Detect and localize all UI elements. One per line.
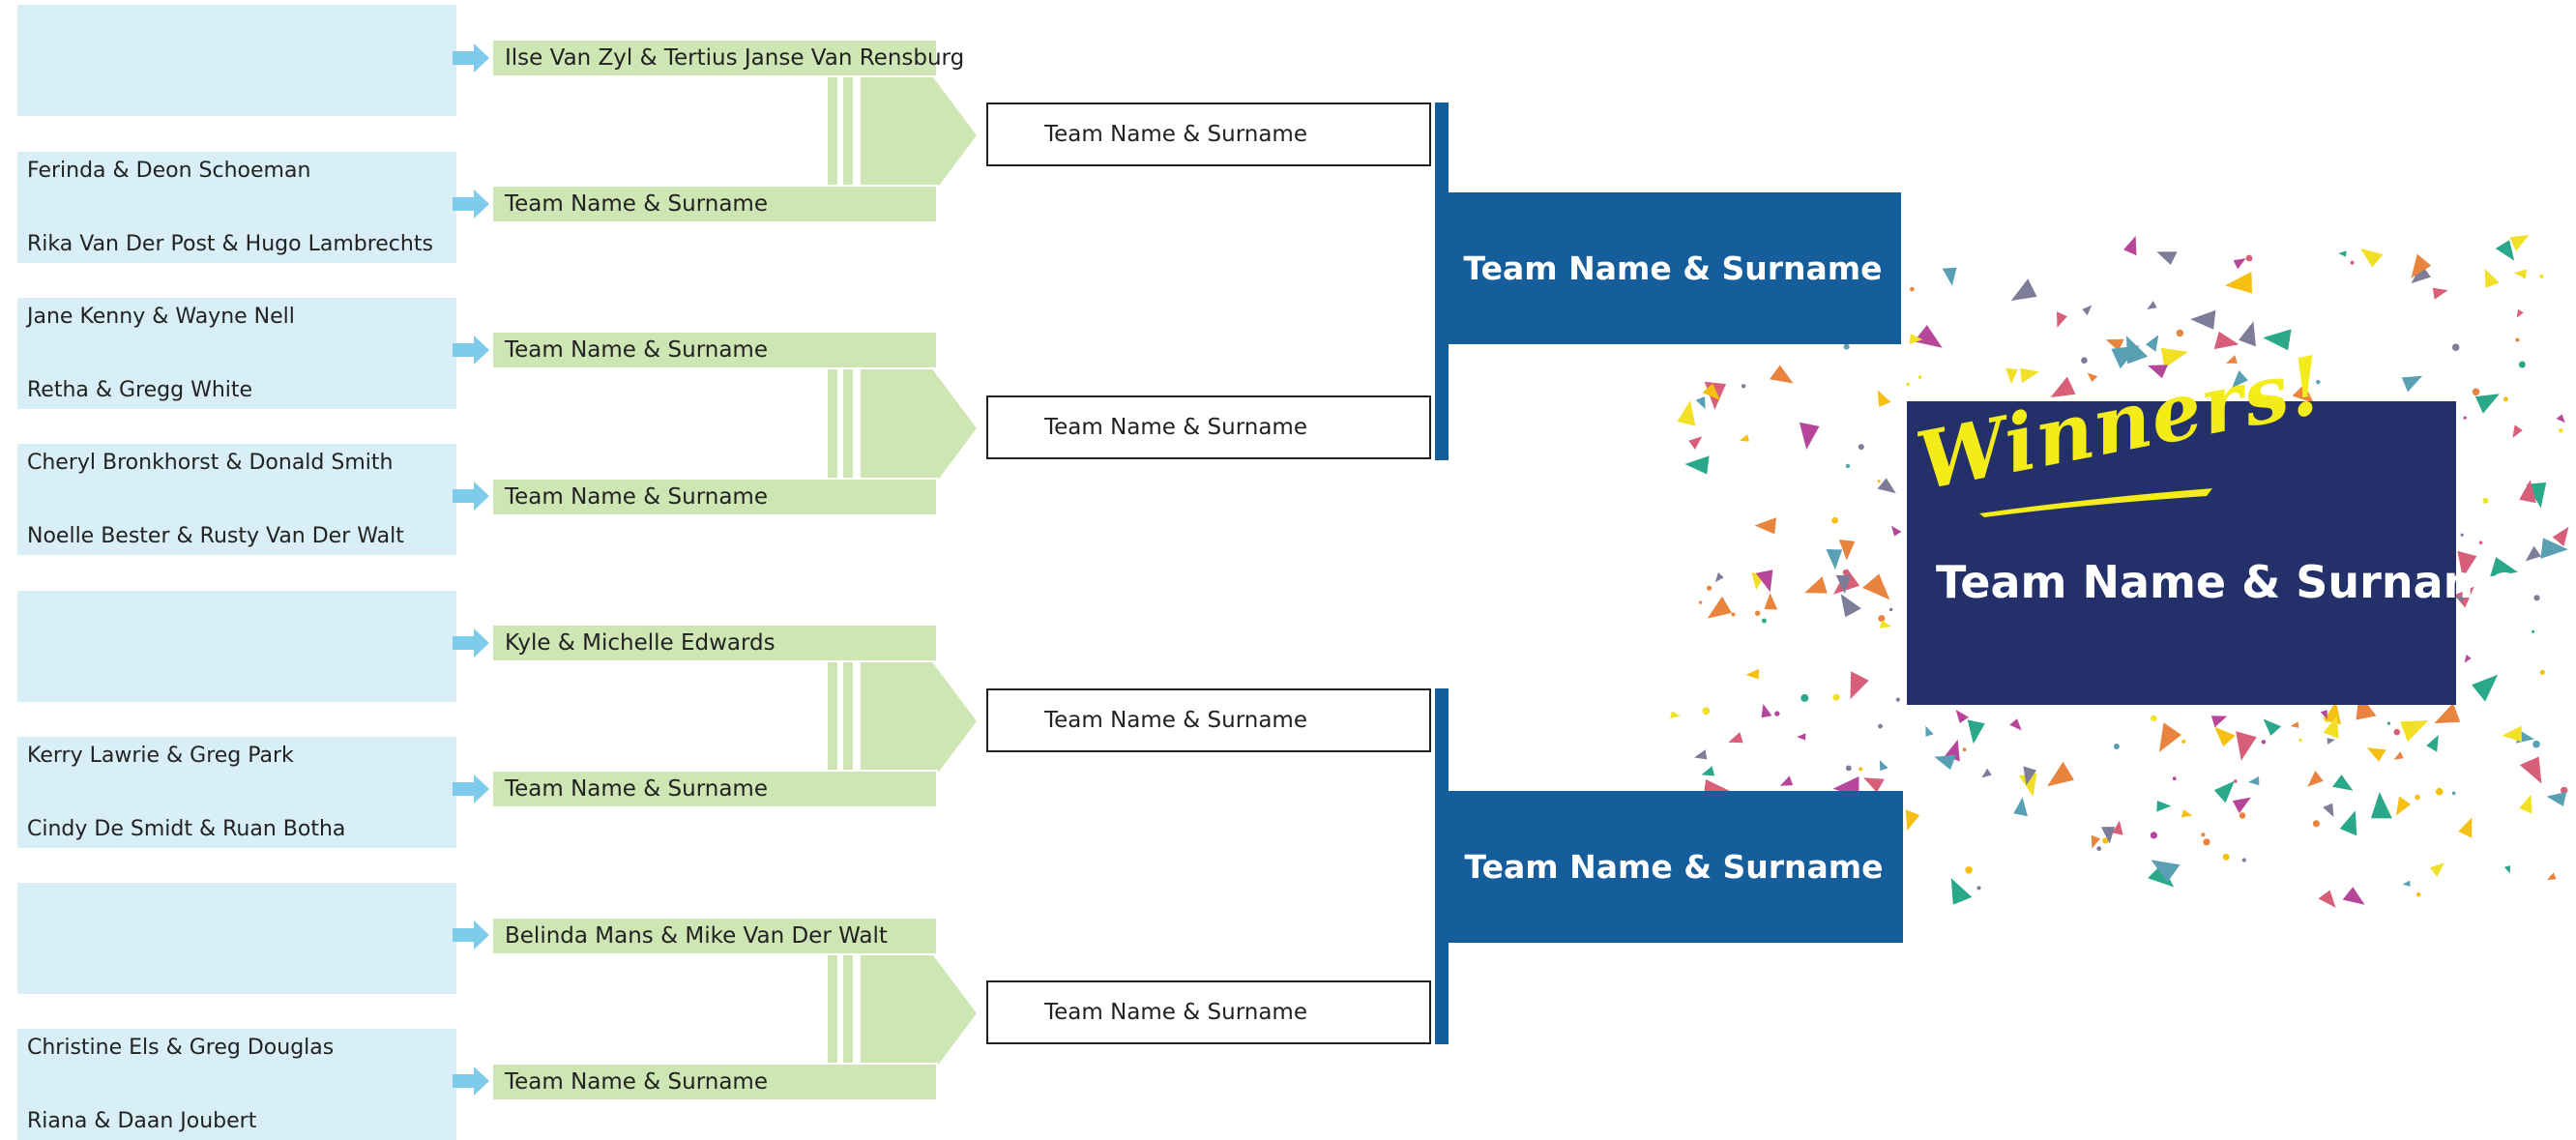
- round1-pair-2: Ferinda & Deon Schoeman Rika Van Der Pos…: [17, 152, 456, 263]
- bracket-connector: [828, 644, 977, 799]
- round1-result-6: Team Name & Surname: [491, 770, 938, 808]
- round1-pair-6: Kerry Lawrie & Greg Park Cindy De Smidt …: [17, 737, 456, 848]
- pair-team-bottom: Rika Van Der Post & Hugo Lambrechts: [27, 232, 433, 256]
- round1-pair-1: [17, 5, 456, 116]
- bracket-connector: [828, 936, 977, 1091]
- bracket-line: [1435, 102, 1449, 460]
- arrow-right-icon: [453, 44, 489, 73]
- round1-result-1: Ilse Van Zyl & Tertius Janse Van Rensbur…: [491, 39, 964, 77]
- bracket-line: [1435, 688, 1449, 1044]
- round1-result-3: Team Name & Surname: [491, 331, 938, 369]
- arrow-right-icon: [453, 921, 489, 950]
- bracket-connector: [828, 58, 977, 213]
- round1-pair-7: [17, 883, 456, 994]
- round2-team-2: Team Name & Surname: [986, 395, 1431, 459]
- winner-team: Team Name & Surname: [1936, 556, 2520, 608]
- pair-team-top: Jane Kenny & Wayne Nell: [27, 305, 295, 329]
- title-underline: [1979, 488, 2212, 517]
- pair-team-bottom: Riana & Daan Joubert: [27, 1109, 257, 1133]
- round1-pair-8: Christine Els & Greg Douglas Riana & Daa…: [17, 1029, 456, 1140]
- pair-team-top: Kerry Lawrie & Greg Park: [27, 744, 294, 768]
- round2-team-4: Team Name & Surname: [986, 980, 1431, 1044]
- round1-result-4: Team Name & Surname: [491, 478, 938, 516]
- winner-box: Winners! Team Name & Surname: [1907, 338, 2520, 705]
- pair-team-top: Ferinda & Deon Schoeman: [27, 159, 311, 183]
- pair-team-top: Christine Els & Greg Douglas: [27, 1036, 335, 1060]
- round1-result-7: Belinda Mans & Mike Van Der Walt: [491, 917, 938, 955]
- arrow-right-icon: [453, 1067, 489, 1096]
- semifinal-team-2: Team Name & Surname: [1445, 791, 1903, 943]
- round2-team-1: Team Name & Surname: [986, 102, 1431, 166]
- pair-team-bottom: Cindy De Smidt & Ruan Botha: [27, 817, 346, 841]
- bracket-connector: [828, 351, 977, 506]
- round2-team-3: Team Name & Surname: [986, 688, 1431, 752]
- pair-team-bottom: Noelle Bester & Rusty Van Der Walt: [27, 524, 404, 548]
- arrow-right-icon: [453, 190, 489, 219]
- round1-pair-3: Jane Kenny & Wayne Nell Retha & Gregg Wh…: [17, 298, 456, 409]
- round1-result-5: Kyle & Michelle Edwards: [491, 624, 938, 662]
- pair-team-top: Cheryl Bronkhorst & Donald Smith: [27, 451, 394, 475]
- arrow-right-icon: [453, 482, 489, 511]
- arrow-right-icon: [453, 775, 489, 804]
- pair-team-bottom: Retha & Gregg White: [27, 378, 253, 402]
- arrow-right-icon: [453, 628, 489, 658]
- arrow-right-icon: [453, 336, 489, 365]
- round1-result-2: Team Name & Surname: [491, 185, 938, 223]
- round1-pair-5: [17, 591, 456, 702]
- round1-result-8: Team Name & Surname: [491, 1063, 938, 1101]
- semifinal-team-1: Team Name & Surname: [1445, 192, 1901, 344]
- round1-pair-4: Cheryl Bronkhorst & Donald Smith Noelle …: [17, 444, 456, 555]
